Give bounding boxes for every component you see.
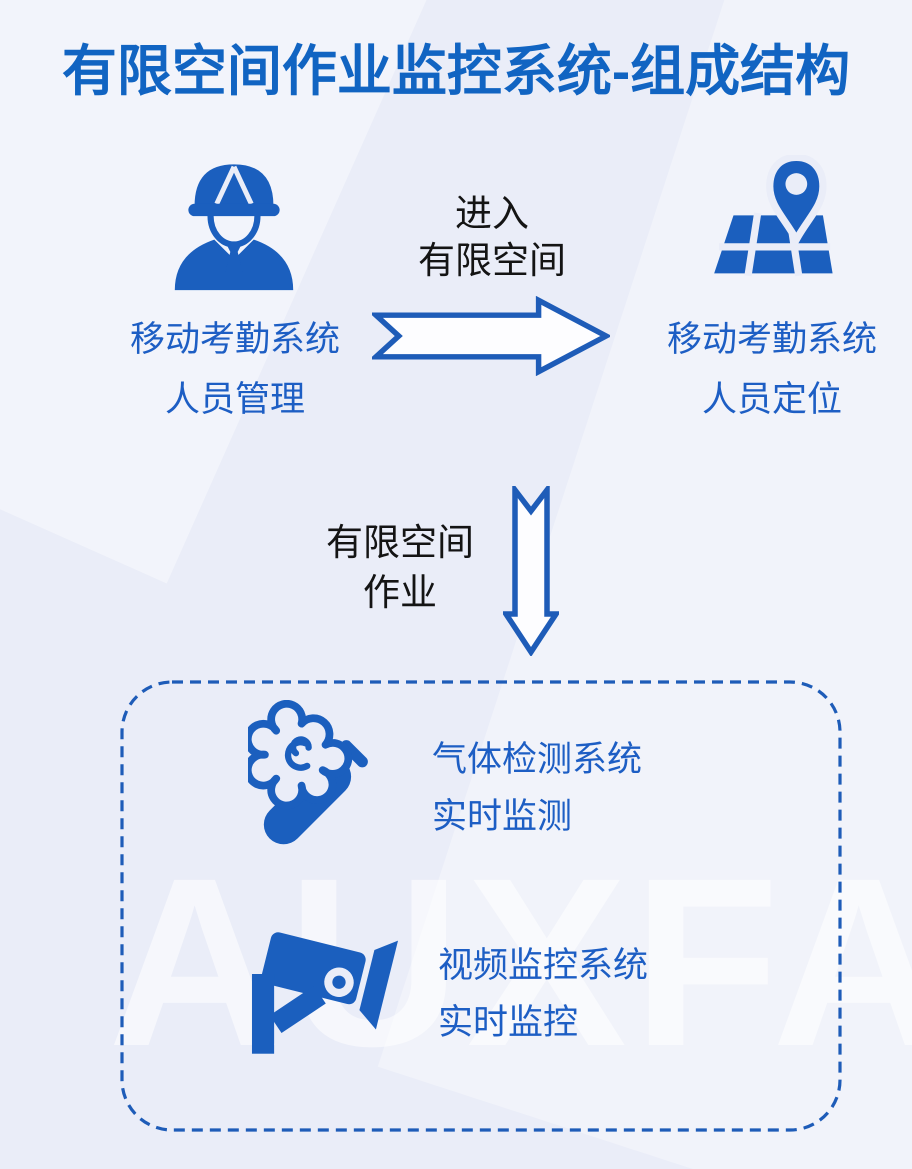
- gas-detection-line2: 实时监测: [432, 797, 573, 836]
- personnel-location-line2: 人员定位: [701, 380, 842, 419]
- attendance-management-line1: 移动考勤系统: [129, 320, 340, 359]
- page-title: 有限空间作业监控系统-组成结构: [61, 40, 851, 102]
- attendance-management-label: 移动考勤系统 人员管理: [85, 310, 385, 430]
- map-pin-icon: [698, 155, 856, 300]
- gas-detection-label: 气体检测系统 实时监测: [432, 731, 762, 845]
- gas-detection-line1: 气体检测系统: [432, 740, 643, 779]
- worker-icon: [158, 152, 310, 300]
- confined-space-work-label: 有限空间 作业: [326, 522, 474, 613]
- enter-confined-space-label: 进入 有限空间: [418, 193, 566, 281]
- attendance-management-line2: 人员管理: [164, 380, 305, 419]
- personnel-location-line1: 移动考勤系统: [666, 320, 877, 359]
- down-arrow-icon: [503, 486, 559, 656]
- video-monitoring-label: 视频监控系统 实时监控: [438, 937, 768, 1051]
- personnel-location-label: 移动考勤系统 人员定位: [622, 310, 912, 430]
- cctv-camera-icon: [243, 912, 413, 1067]
- video-monitoring-line1: 视频监控系统: [438, 946, 649, 985]
- video-monitoring-line2: 实时监控: [438, 1003, 579, 1042]
- gas-detector-icon: [248, 700, 403, 860]
- right-arrow-icon: [372, 296, 610, 376]
